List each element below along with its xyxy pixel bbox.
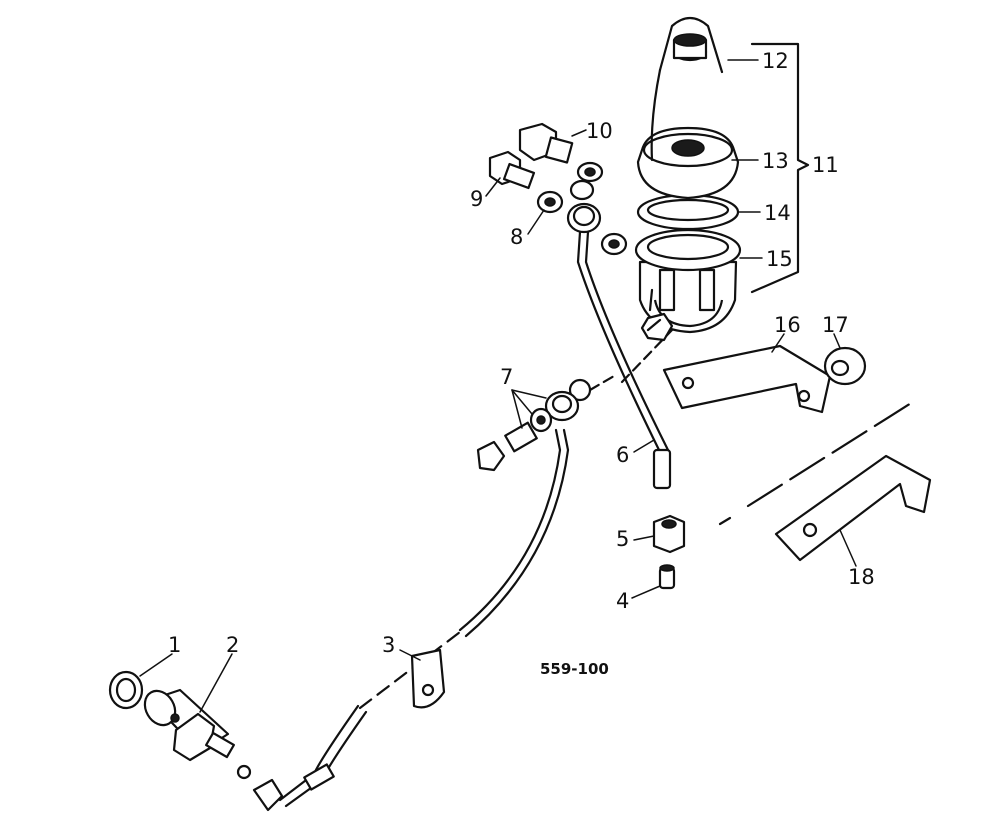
fuel-pipe-6: [566, 202, 674, 490]
callout-12: 12: [762, 49, 789, 73]
callout-6: 6: [616, 443, 629, 467]
callout-2: 2: [226, 633, 239, 657]
washer-1: [108, 670, 144, 710]
pipe-clip-3: [410, 648, 446, 709]
banjo-fitting-7: [476, 374, 616, 472]
group-bracket-11: [750, 42, 810, 294]
nut-5-olive-4: [652, 514, 686, 590]
callout-14: 14: [764, 201, 791, 225]
callout-5: 5: [616, 527, 629, 551]
filter-assembly: [634, 16, 742, 342]
break-line-lower: [718, 516, 732, 526]
callout-9: 9: [470, 187, 483, 211]
leader-lines: [139, 59, 857, 713]
callout-17: 17: [822, 313, 849, 337]
sender-unit-2: [143, 688, 235, 762]
callout-8: 8: [510, 225, 523, 249]
fuel-pipe-3: [236, 428, 570, 812]
callout-7: 7: [500, 365, 513, 389]
break-line-upper: [746, 398, 918, 508]
callout-15: 15: [766, 247, 793, 271]
callout-18: 18: [848, 565, 875, 589]
callout-4: 4: [616, 589, 629, 613]
callout-13: 13: [762, 149, 789, 173]
fitting-9-10: [488, 122, 628, 256]
callout-10: 10: [586, 119, 613, 143]
spacer-17: [823, 346, 867, 386]
callout-11: 11: [812, 153, 839, 177]
bracket-18: [774, 454, 932, 562]
callout-3: 3: [382, 633, 395, 657]
callout-16: 16: [774, 313, 801, 337]
callout-1: 1: [168, 633, 181, 657]
callout-labels: 1 2 3 4 5 6 7 8 9 10 11 12 13 14 15 16 1…: [168, 49, 875, 657]
bracket-16: [662, 344, 832, 414]
diagram-code: 559-100: [540, 660, 609, 678]
